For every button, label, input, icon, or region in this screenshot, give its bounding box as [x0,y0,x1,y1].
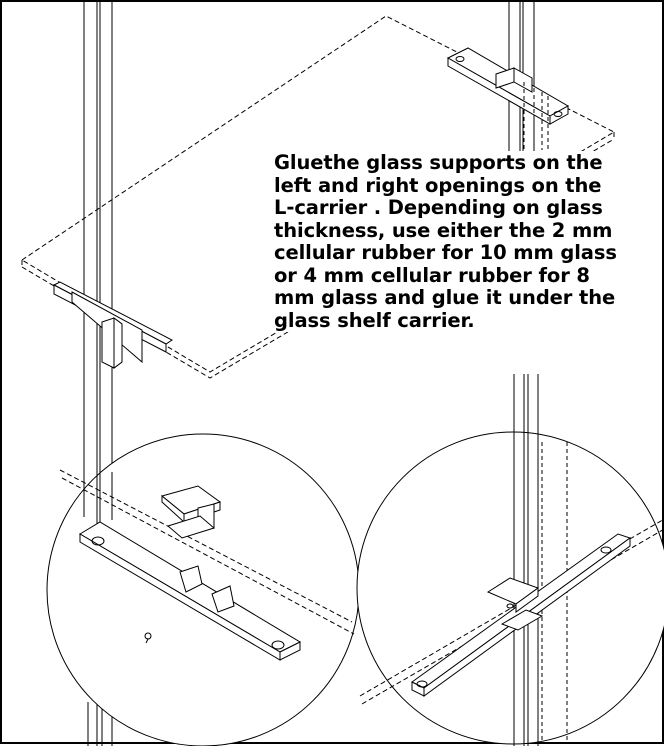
left-shelf-carrier [52,281,173,369]
right-detail-circle [356,431,664,745]
instruction-text-content: Gluethe glass supports on the left and r… [274,151,617,332]
left-wall-rail [83,2,113,746]
right-shelf-carrier [446,47,570,150]
instruction-text: Gluethe glass supports on the left and r… [274,151,664,332]
left-detail-circle [46,433,360,746]
